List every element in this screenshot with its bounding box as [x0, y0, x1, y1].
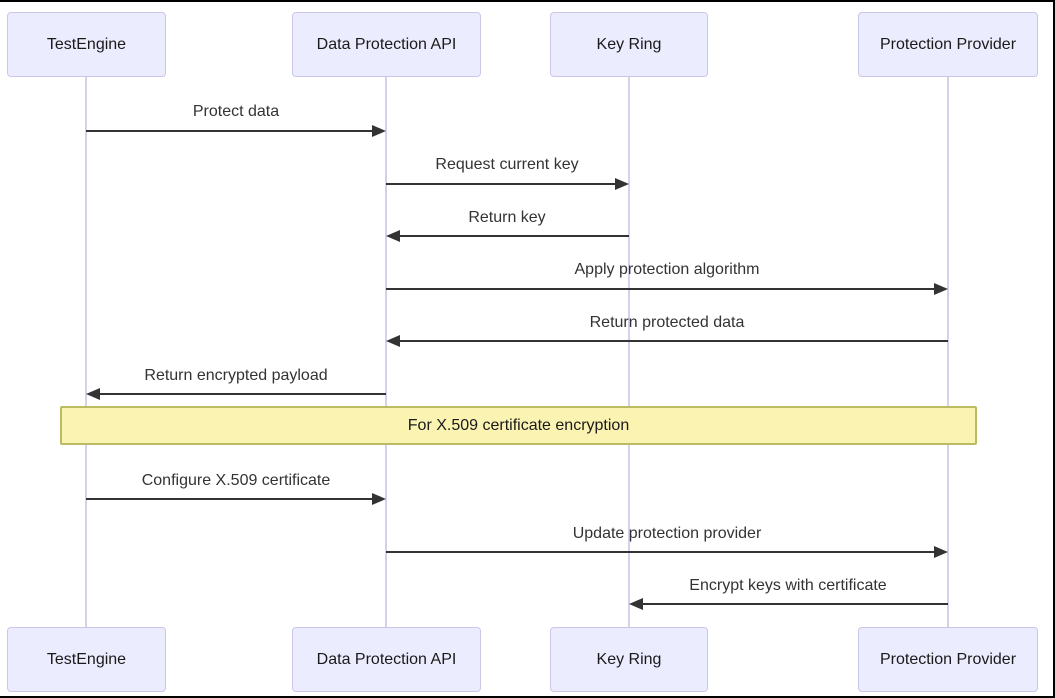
message-line-protect-data	[86, 130, 372, 132]
message-line-return-key	[400, 235, 629, 237]
message-line-update-protection-provider	[386, 551, 934, 553]
arrowhead-left-icon	[386, 335, 400, 347]
message-label-return-encrypted-payload: Return encrypted payload	[144, 367, 328, 384]
actor-box-data-protection-api-bottom: Data Protection API	[292, 627, 481, 692]
arrowhead-left-icon	[386, 230, 400, 242]
message-line-apply-protection-algorithm	[386, 288, 934, 290]
message-label-update-protection-provider: Update protection provider	[572, 525, 762, 542]
actor-box-protection-provider-top: Protection Provider	[858, 12, 1038, 77]
message-label-return-key: Return key	[468, 209, 546, 226]
actor-box-testengine-top: TestEngine	[7, 12, 166, 77]
arrowhead-right-icon	[372, 493, 386, 505]
arrowhead-right-icon	[615, 178, 629, 190]
note-x509-certificate-encryption: For X.509 certificate encryption	[60, 406, 977, 445]
message-line-return-protected-data	[400, 340, 948, 342]
actor-box-key-ring-top: Key Ring	[550, 12, 708, 77]
lifeline-key-ring	[628, 77, 630, 627]
message-label-configure-x509-certificate: Configure X.509 certificate	[141, 472, 331, 489]
message-line-request-current-key	[386, 183, 615, 185]
arrowhead-left-icon	[86, 388, 100, 400]
message-line-configure-x509-certificate	[86, 498, 372, 500]
actor-box-testengine-bottom: TestEngine	[7, 627, 166, 692]
actor-box-key-ring-bottom: Key Ring	[550, 627, 708, 692]
lifeline-data-protection-api	[385, 77, 387, 627]
arrowhead-right-icon	[372, 125, 386, 137]
lifeline-protection-provider	[947, 77, 949, 627]
message-label-encrypt-keys-with-certificate: Encrypt keys with certificate	[689, 577, 887, 594]
arrowhead-right-icon	[934, 546, 948, 558]
lifeline-testengine	[85, 77, 87, 627]
message-label-apply-protection-algorithm: Apply protection algorithm	[574, 261, 760, 278]
arrowhead-right-icon	[934, 283, 948, 295]
actor-box-protection-provider-bottom: Protection Provider	[858, 627, 1038, 692]
arrowhead-left-icon	[629, 598, 643, 610]
message-line-encrypt-keys-with-certificate	[643, 603, 948, 605]
message-label-request-current-key: Request current key	[435, 156, 579, 173]
message-label-protect-data: Protect data	[192, 103, 280, 120]
message-label-return-protected-data: Return protected data	[589, 314, 745, 331]
message-line-return-encrypted-payload	[100, 393, 386, 395]
actor-box-data-protection-api-top: Data Protection API	[292, 12, 481, 77]
